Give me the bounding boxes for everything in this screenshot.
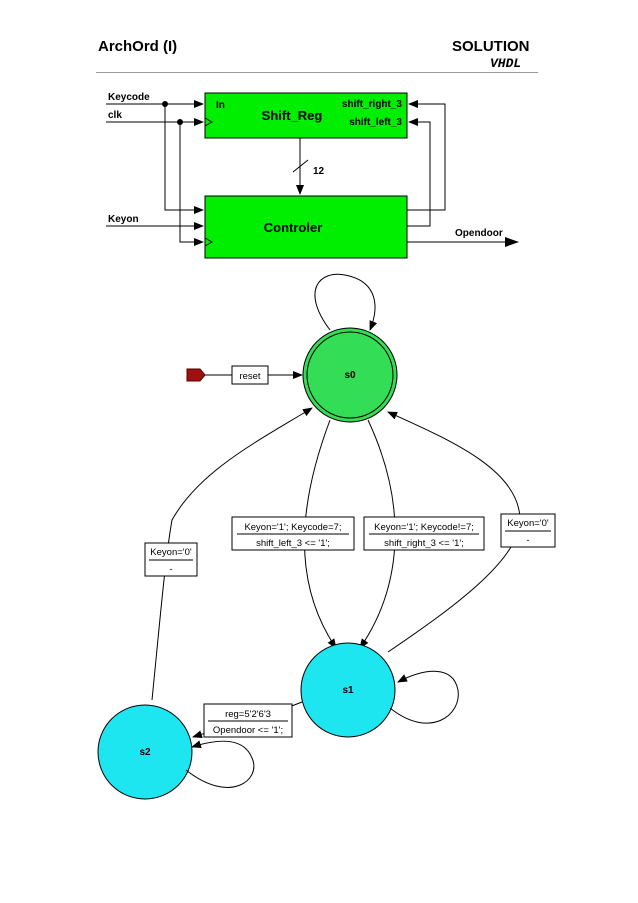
state-s1	[300, 642, 396, 738]
controler-clock-mark	[204, 237, 214, 247]
cond-s2-s0: Keyon='0'	[150, 547, 192, 558]
action-s2-s0: -	[169, 564, 172, 575]
shift-left-feedback	[407, 118, 431, 227]
state-s0-inner-ring	[306, 331, 394, 419]
action-s1-s2: Opendoor <= '1';	[213, 725, 283, 736]
block-diagram: Shift_Reg In shift_right_3 shift_left_3 …	[106, 92, 519, 259]
clk-to-controler	[179, 122, 204, 246]
opendoor-label: Opendoor	[455, 228, 503, 239]
bus-width-label: 12	[313, 166, 325, 177]
s0-self-loop	[314, 273, 378, 331]
cond-box-s1-s0: Keyon='0' -	[500, 513, 556, 548]
controler-block	[204, 195, 408, 259]
cond-box-s1-s2: reg=5'2'6'3 Opendoor <= '1';	[203, 703, 293, 738]
header-solution: SOLUTION	[452, 38, 530, 55]
reset-label: reset	[239, 371, 260, 382]
shift-reg-block	[204, 92, 408, 139]
action-s0-s1-b: shift_right_3 <= '1';	[384, 538, 464, 549]
state-s0	[302, 327, 398, 423]
reset-marker	[186, 368, 206, 382]
s2-self-loop	[185, 740, 255, 788]
s1-self-loop	[389, 670, 459, 724]
shift-left-port: shift_left_3	[349, 117, 402, 128]
state-machine: reset s0 s1 s2 Keyon='1'; Keycode=7;	[97, 273, 556, 800]
keyon-label: Keyon	[108, 214, 139, 225]
keycode-label: Keycode	[108, 92, 150, 103]
header-title: ArchOrd (I)	[98, 38, 178, 55]
clk-label: clk	[108, 110, 122, 121]
header-subtitle: VHDL	[490, 56, 522, 71]
controler-label: Controler	[264, 220, 323, 235]
cond-box-s0-s1-b: Keyon='1'; Keycode!=7; shift_right_3 <= …	[363, 516, 485, 551]
cond-box-s0-s1-a: Keyon='1'; Keycode=7; shift_left_3 <= '1…	[231, 516, 355, 551]
shift-reg-label: Shift_Reg	[262, 108, 323, 123]
shift-right-feedback	[407, 100, 446, 211]
keycode-to-controler	[164, 104, 204, 214]
shift-right-port: shift_right_3	[342, 99, 402, 110]
state-s2-label: s2	[139, 747, 151, 758]
action-s1-s0: -	[526, 535, 529, 546]
state-s2	[97, 704, 193, 800]
cond-s0-s1-a: Keyon='1'; Keycode=7;	[244, 522, 341, 533]
cond-s0-s1-b: Keyon='1'; Keycode!=7;	[374, 522, 474, 533]
cond-s1-s2: reg=5'2'6'3	[225, 709, 271, 720]
cond-box-s2-s0: Keyon='0' -	[144, 542, 198, 577]
state-s0-label: s0	[344, 370, 356, 381]
bus-slash	[292, 159, 309, 173]
shift-reg-clock-mark	[204, 117, 214, 127]
shift-reg-in-port: In	[216, 100, 225, 111]
header-rule	[96, 72, 538, 73]
state-s1-label: s1	[342, 685, 354, 696]
cond-s1-s0: Keyon='0'	[507, 518, 549, 529]
action-s0-s1-a: shift_left_3 <= '1';	[256, 538, 330, 549]
transition-s2-s0	[151, 407, 313, 701]
